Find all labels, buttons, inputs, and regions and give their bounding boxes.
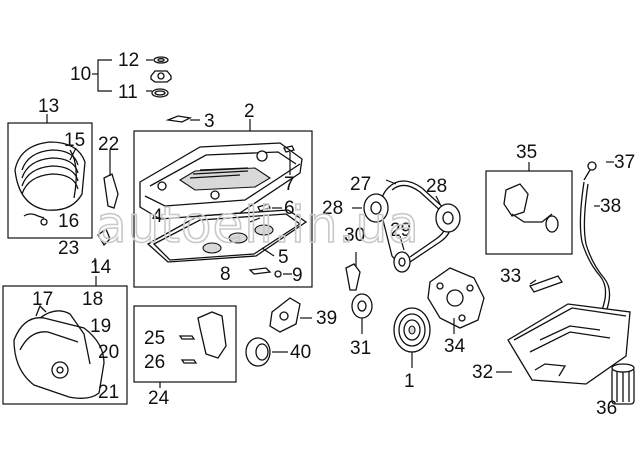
- callout-38: 38: [600, 196, 621, 217]
- bracket-part-30: [345, 263, 361, 291]
- callout-28b: 28: [426, 176, 447, 197]
- bolt-part-7: [283, 145, 295, 153]
- callout-31: 31: [350, 338, 371, 359]
- callout-25: 25: [144, 328, 165, 349]
- callout-32: 32: [472, 362, 493, 383]
- tensioner-part-29: [435, 203, 461, 233]
- small-gasket-part: [165, 115, 193, 123]
- callout-29: 29: [390, 220, 411, 241]
- callout-15: 15: [64, 130, 85, 151]
- callout-35: 35: [516, 142, 537, 163]
- callout-28: 28: [322, 198, 343, 219]
- bracket-part-22: [103, 173, 119, 209]
- callout-30: 30: [344, 225, 365, 246]
- callout-2: 2: [244, 101, 255, 122]
- callout-16: 16: [58, 211, 79, 232]
- valve-cover-part: [139, 142, 303, 220]
- timing-cover-upper-part: [14, 141, 86, 219]
- callout-4: 4: [152, 206, 163, 227]
- bracket-part-24: [197, 311, 227, 359]
- idler-part-30: [393, 251, 411, 273]
- group-box-14: [2, 285, 128, 405]
- bolt-part-25: [178, 335, 196, 340]
- callout-33: 33: [500, 266, 521, 287]
- bolt-part-16: [40, 218, 48, 226]
- oil-filter-part: [611, 363, 635, 405]
- callout-18: 18: [82, 289, 103, 310]
- valve-cover-gasket-part: [146, 209, 308, 263]
- callout-5: 5: [278, 247, 289, 268]
- cam-pulley-part-28: [363, 193, 389, 223]
- callout-34: 34: [444, 336, 466, 357]
- callout-14: 14: [90, 257, 112, 278]
- pulley-part-31: [351, 293, 373, 319]
- group-box-24: [133, 305, 237, 383]
- callout-23: 23: [58, 238, 79, 259]
- washer-part-9: [274, 270, 282, 278]
- callout-13: 13: [38, 96, 59, 117]
- oil-pump-part: [427, 267, 485, 329]
- callout-26: 26: [144, 352, 165, 373]
- oil-pan-part: [507, 303, 631, 385]
- group-box-35: [485, 170, 573, 255]
- callout-labels: 12 10 11 3 2 13 15 22 7 6 4 16 23 5 8 9 …: [32, 50, 635, 419]
- callout-36: 36: [596, 398, 617, 419]
- callout-7: 7: [284, 174, 295, 195]
- oil-strainer-part: [503, 183, 559, 233]
- clip-part-23: [97, 227, 111, 247]
- bolt-part-6: [257, 203, 271, 212]
- group-box-13: [7, 122, 93, 239]
- idler-pulley-part-40: [245, 337, 271, 367]
- callout-21: 21: [98, 382, 119, 403]
- callout-40: 40: [290, 342, 311, 363]
- callout-22: 22: [98, 134, 119, 155]
- callout-37: 37: [614, 152, 635, 173]
- oil-filler-cap-part: [150, 56, 172, 98]
- bolt-part-26: [180, 359, 198, 364]
- dipstick-tube-part: [579, 181, 607, 311]
- callout-27: 27: [350, 174, 371, 195]
- callout-1: 1: [404, 371, 415, 392]
- callout-17: 17: [32, 289, 53, 310]
- callout-3: 3: [204, 111, 215, 132]
- timing-cover-lower-part: [13, 304, 105, 399]
- callout-8: 8: [220, 264, 231, 285]
- crankshaft-pulley-part: [393, 307, 431, 353]
- callout-39: 39: [316, 308, 337, 329]
- callout-10: 10: [70, 64, 91, 85]
- callout-9: 9: [292, 265, 303, 286]
- dipstick-handle-part: [583, 169, 591, 181]
- gasket-part-33: [528, 275, 564, 293]
- mount-part-39: [269, 297, 301, 333]
- callout-20: 20: [98, 342, 119, 363]
- callout-11: 11: [118, 82, 138, 103]
- callout-19: 19: [90, 316, 111, 337]
- group-box-2: [133, 130, 313, 288]
- callout-24: 24: [148, 388, 170, 409]
- bolt-part-8: [248, 267, 272, 275]
- callout-6: 6: [284, 198, 295, 219]
- callout-12: 12: [118, 50, 139, 71]
- watermark-text: autoeli.in.ua: [96, 196, 420, 254]
